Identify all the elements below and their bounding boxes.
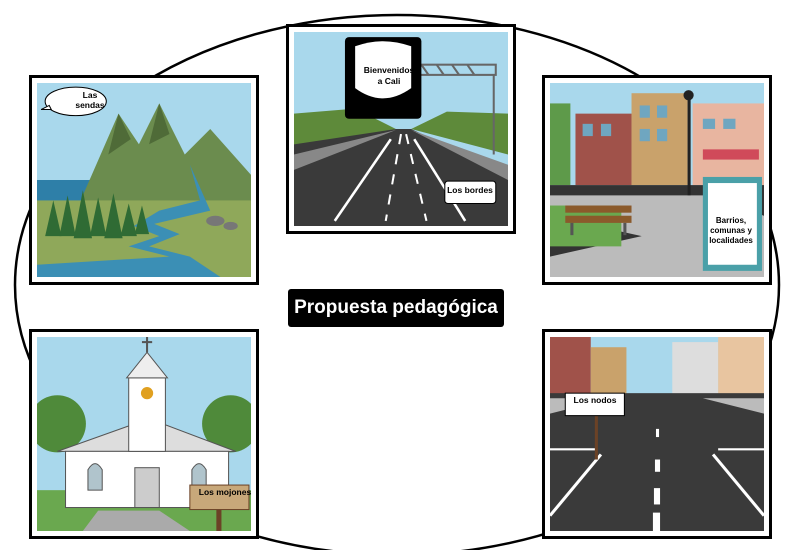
- panel-mojones: Los mojones: [29, 329, 259, 539]
- barrios-line3: localidades: [709, 236, 753, 245]
- panel-barrios: Barrios, comunas y localidades: [542, 75, 772, 285]
- barrios-scene: [550, 83, 764, 277]
- mojones-scene: [37, 337, 251, 531]
- panel-sendas: Las sendas: [29, 75, 259, 285]
- title-banner: Propuesta pedagógica: [288, 289, 504, 327]
- sendas-label: Las sendas: [75, 90, 105, 110]
- bordes-sign-line2: a Cali: [377, 76, 401, 86]
- bordes-sign-line1: Bienvenidos: [363, 65, 415, 75]
- bordes-scene: [294, 32, 508, 226]
- bordes-label: Los bordes: [447, 185, 493, 195]
- panel-nodos: Los nodos: [542, 329, 772, 539]
- barrios-line1: Barrios,: [715, 216, 747, 225]
- nodos-scene: [550, 337, 764, 531]
- sendas-scene: [37, 83, 251, 277]
- panel-bordes: Bienvenidos a Cali Los bordes: [286, 24, 516, 234]
- nodos-label: Los nodos: [573, 395, 617, 405]
- mojones-label: Los mojones: [198, 487, 252, 497]
- barrios-line2: comunas y: [710, 226, 752, 235]
